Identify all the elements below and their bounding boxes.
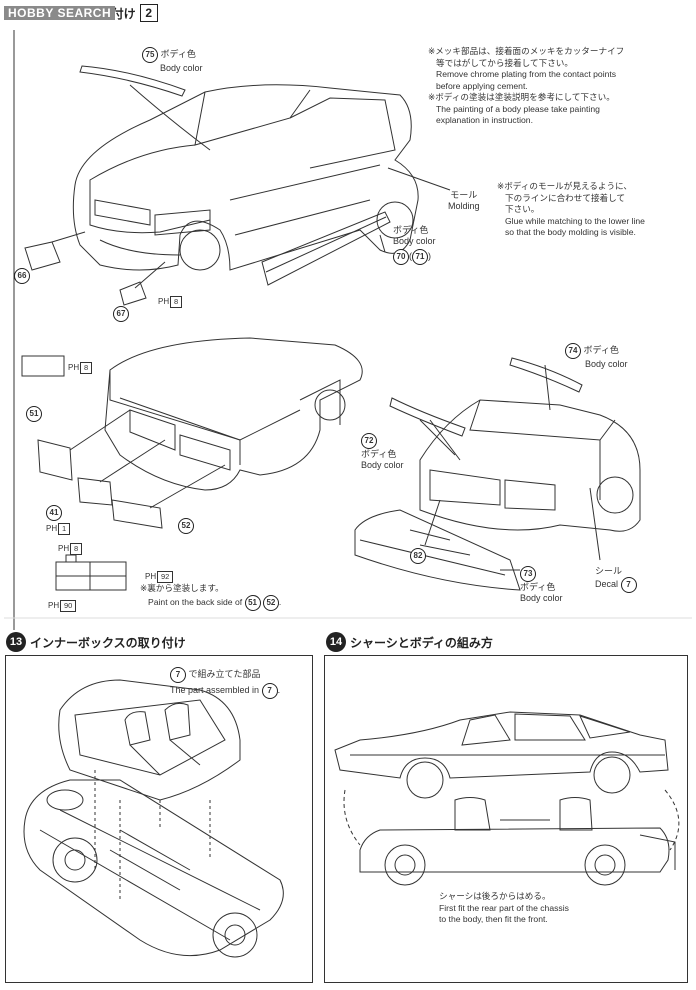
step14-note-jp: シャーシは後ろからはめる。 (439, 891, 551, 901)
step14-note-en-1: First fit the rear part of the chassis (439, 902, 569, 913)
step13-number: 13 (6, 632, 26, 652)
part-41-label: 41 (46, 505, 62, 521)
part-74-number: 74 (565, 343, 581, 359)
step13-part-7-ref-en: 7 (261, 683, 278, 699)
paint-note-line-2: The painting of a body please take paint… (436, 103, 600, 114)
part-67-number: 67 (113, 306, 129, 322)
decal-label-jp: シール (595, 566, 623, 576)
hobby-search-watermark: HOBBY SEARCH (4, 6, 116, 20)
part-52-number: 52 (178, 518, 194, 534)
step13-part-en: The part assembled in (170, 685, 260, 695)
part-51-number: 51 (26, 406, 42, 422)
ph-label: PH (158, 297, 170, 306)
ph-label: PH (145, 572, 157, 581)
back-side-part-52: 52 (262, 594, 279, 611)
part-72-label: 72 ボディ色 Body color (361, 433, 404, 471)
molding-note-line-4: Glue while matching to the lower line (505, 215, 645, 226)
part-75-label: 75 ボディ色 Body color (142, 47, 203, 74)
part-72-color-jp: ボディ色 (361, 449, 397, 459)
part-74-color-en: Body color (585, 359, 628, 369)
back-side-note-en: Paint on the back side of (148, 596, 243, 607)
part-51-label: 51 (26, 406, 42, 422)
part-73-color-jp: ボディ色 (520, 582, 556, 592)
step13-panel (5, 655, 313, 983)
ph-label: PH (58, 544, 70, 553)
part-70-color-en: Body color (393, 236, 436, 246)
step12-header: HOBBY SEARCH ロイヤルエアロ取り付け 2 (4, 4, 158, 22)
step14-header: 14 シャーシとボディの組み方 (326, 632, 493, 652)
part-82-number: 82 (410, 548, 426, 564)
part-41-number: 41 (46, 505, 62, 521)
paint-note-line-1: ※ボディの塗装は塗装説明を参考にして下さい。 (428, 92, 615, 102)
chrome-note-line-1: ※メッキ部品は、接着面のメッキをカッターナイフ (428, 46, 625, 56)
step13-part-7-ref: 7 (170, 667, 186, 683)
part-73-color-en: Body color (520, 593, 563, 603)
molding-note-line-2: 下のラインに合わせて接着して (505, 192, 626, 203)
part-75-color-jp: ボディ色 (160, 49, 196, 59)
part-70-71-label: ボディ色 Body color 70(71) (393, 225, 436, 265)
back-side-part-51: 51 (244, 594, 261, 611)
step13-part-note: 7 で組み立てた部品 The part assembled in 7. (170, 667, 280, 699)
ph-1-number: 1 (58, 523, 71, 535)
chrome-note-line-3: Remove chrome plating from the contact p… (436, 69, 617, 79)
paint-note-line-3: explanation in instruction. (436, 115, 533, 125)
part-82-label: 82 (410, 548, 426, 564)
chrome-note-line-4: before applying cement. (436, 80, 528, 91)
molding-note-line-5: so that the body molding is visible. (505, 227, 636, 237)
decal-label: シール Decal 7 (595, 566, 637, 593)
ph-90-number: 90 (60, 600, 77, 612)
ph-label: PH (68, 363, 80, 372)
part-70-color-jp: ボディ色 (393, 225, 429, 235)
part-73-label: 73 ボディ色 Body color (520, 566, 563, 604)
part-67-label: 67 (113, 306, 129, 322)
back-side-note: ※裏から塗装します。 Paint on the back side of 51 … (140, 583, 281, 611)
step14-note-en-2: to the body, then fit the front. (439, 914, 548, 924)
step13-header: 13 インナーボックスの取り付け (6, 632, 186, 652)
part-71-number: 71 (412, 249, 428, 265)
part-66-label: 66 (14, 268, 30, 284)
step14-note: シャーシは後ろからはめる。 First fit the rear part of… (439, 891, 569, 926)
ph-8-number: 8 (80, 362, 93, 374)
part-75-color-en: Body color (160, 63, 203, 73)
step14-title: シャーシとボディの組み方 (350, 635, 493, 650)
step13-title: インナーボックスの取り付け (30, 635, 186, 650)
molding-note-line-3: 下さい。 (505, 204, 540, 214)
part-74-color-jp: ボディ色 (583, 345, 619, 355)
decal-label-en: Decal (595, 579, 619, 589)
part-74-label: 74 ボディ色 Body color (565, 343, 628, 370)
back-side-note-jp: ※裏から塗装します。 (140, 583, 224, 593)
step12-sub-num: 2 (139, 4, 158, 22)
chrome-note: ※メッキ部品は、接着面のメッキをカッターナイフ 等ではがしてから接着して下さい。… (428, 46, 624, 127)
part-75-number: 75 (142, 47, 158, 63)
step14-panel (324, 655, 688, 983)
step14-number: 14 (326, 632, 346, 652)
molding-note: ※ボディのモールが見えるように、 下のラインに合わせて接着して 下さい。 Glu… (497, 181, 645, 239)
ph-8-number: 8 (170, 296, 183, 308)
ph-label: PH (48, 601, 60, 610)
ph-92-number: 92 (157, 571, 174, 583)
part-72-number: 72 (361, 433, 377, 449)
chrome-note-line-2: 等ではがしてから接着して下さい。 (436, 57, 573, 68)
ph-label: PH (46, 524, 58, 533)
part-52-label: 52 (178, 518, 194, 534)
part-73-number: 73 (520, 566, 536, 582)
part-72-color-en: Body color (361, 460, 404, 470)
molding-label-jp: モール (450, 190, 478, 200)
part-70-number: 70 (393, 249, 409, 265)
step13-part-jp: で組み立てた部品 (188, 669, 261, 679)
step12-panel (14, 20, 684, 630)
molding-label: モール Molding (448, 190, 480, 212)
ph-8-number: 8 (70, 543, 83, 555)
molding-note-line-1: ※ボディのモールが見えるように、 (497, 181, 632, 191)
molding-label-en: Molding (448, 201, 480, 211)
part-66-number: 66 (14, 268, 30, 284)
decal-part-7: 7 (620, 577, 637, 593)
